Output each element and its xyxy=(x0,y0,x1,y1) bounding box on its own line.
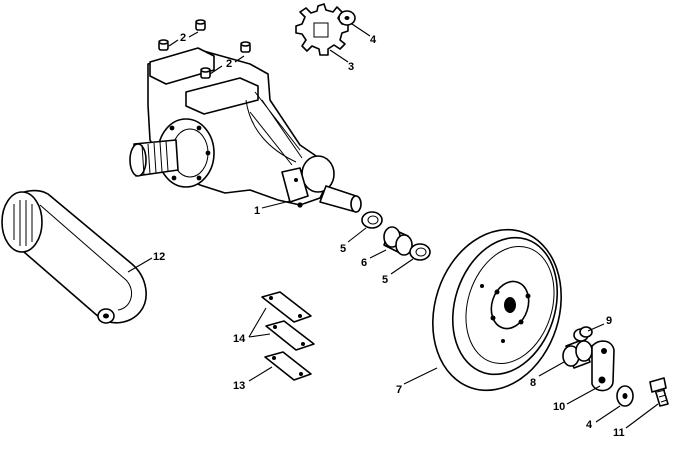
callout-2-lower: 2 xyxy=(226,58,232,70)
bushing xyxy=(383,226,413,256)
callout-6: 6 xyxy=(361,257,367,269)
washer-top xyxy=(338,10,356,26)
callout-5-lower: 5 xyxy=(382,274,388,286)
lever-link xyxy=(591,340,615,392)
callout-7: 7 xyxy=(396,384,402,396)
callout-11: 11 xyxy=(613,427,625,439)
callout-labels: 1 2 2 3 4 5 6 5 7 8 9 10 4 11 12 13 14 xyxy=(153,32,625,439)
roller-bushing xyxy=(562,339,593,369)
wheel xyxy=(432,228,562,392)
callout-1: 1 xyxy=(254,205,260,217)
washer-lower xyxy=(616,385,634,407)
bolt xyxy=(649,377,669,407)
callout-3: 3 xyxy=(348,61,354,73)
spacer-washer-upper xyxy=(361,211,383,229)
small-roller xyxy=(573,326,593,342)
callout-8: 8 xyxy=(530,377,536,389)
callout-13: 13 xyxy=(233,380,245,392)
sprocket xyxy=(295,3,349,56)
shim-plate-middle xyxy=(265,320,315,351)
spacer-washer-lower xyxy=(409,243,431,261)
callout-5-upper: 5 xyxy=(340,243,346,255)
callout-9: 9 xyxy=(606,315,612,327)
crank-arm xyxy=(1,189,147,324)
callout-14: 14 xyxy=(233,333,246,345)
shim-plate-lower xyxy=(264,351,312,381)
callout-4-upper: 4 xyxy=(370,34,377,46)
callout-12: 12 xyxy=(153,251,165,263)
callout-2-upper: 2 xyxy=(180,32,186,44)
leader-lines xyxy=(127,23,659,429)
gearbox-housing xyxy=(129,47,362,213)
shim-plate-upper xyxy=(261,291,312,323)
callout-10: 10 xyxy=(553,401,565,413)
callout-4-lower: 4 xyxy=(586,419,593,431)
